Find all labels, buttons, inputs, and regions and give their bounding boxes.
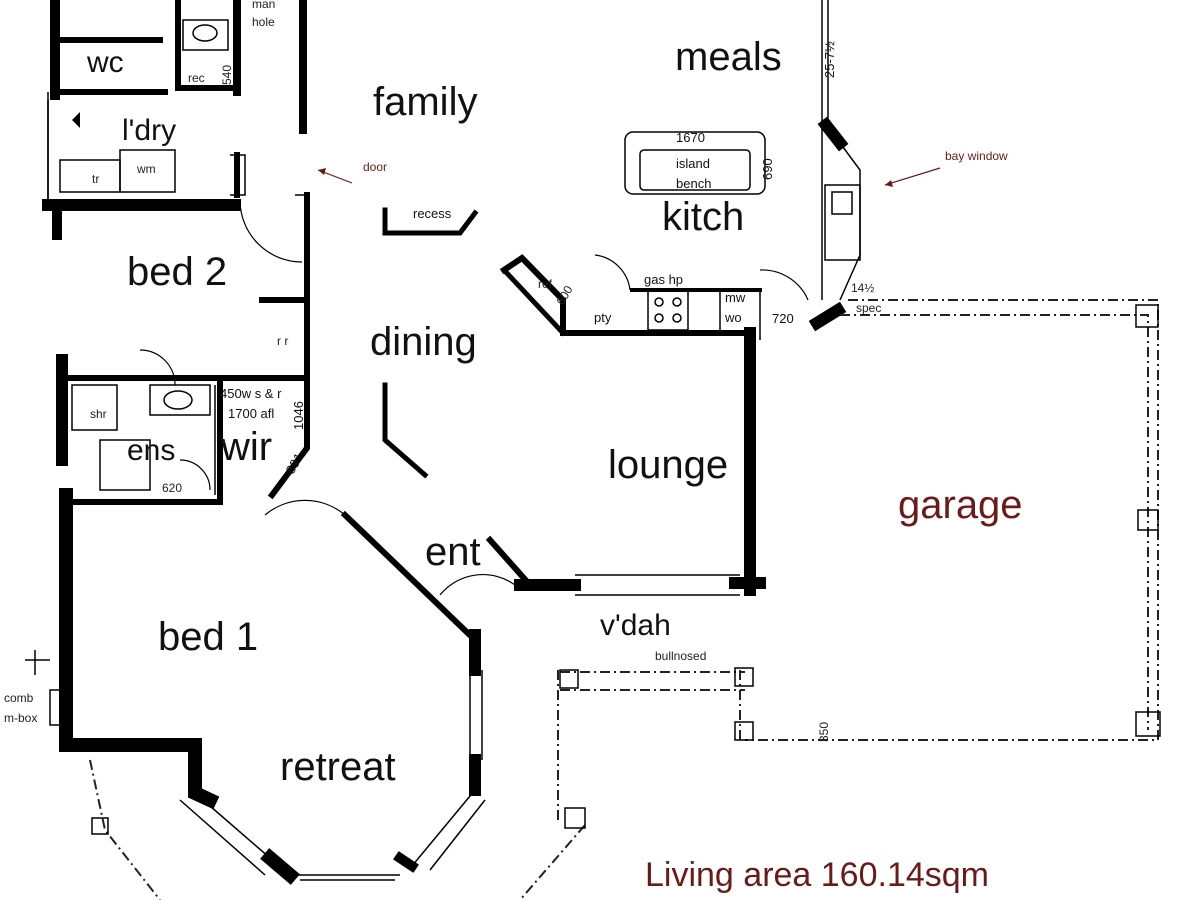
label-manhole-1: man xyxy=(252,0,275,11)
label-comb-2: m-box xyxy=(4,711,37,725)
label-dim-1046: 1046 xyxy=(291,401,306,430)
label-island-len: 1670 xyxy=(676,130,705,145)
label-bullnosed: bullnosed xyxy=(655,649,706,663)
room-verandah: v'dah xyxy=(600,609,671,642)
label-shower: shr xyxy=(90,407,107,421)
label-dim-2574: 25-7½ xyxy=(822,41,837,78)
label-recess: recess xyxy=(413,206,452,221)
label-pantry: pty xyxy=(594,310,612,325)
label-dim-600: 600 xyxy=(553,283,575,308)
label-island-1: island xyxy=(676,156,710,171)
room-ensuite: ens xyxy=(127,434,175,467)
room-laundry: l'dry xyxy=(122,114,176,147)
room-bed2: bed 2 xyxy=(127,250,227,294)
label-dim-350: 350 xyxy=(817,722,831,742)
garage-outline xyxy=(89,299,1161,900)
label-mw: mw xyxy=(725,290,746,305)
label-island-dim: 690 xyxy=(760,158,775,180)
label-wir-note-1: 450w s & r xyxy=(220,386,282,401)
annotation-arrows xyxy=(317,167,941,187)
label-rec: rec xyxy=(188,71,205,85)
room-dining: dining xyxy=(370,320,477,364)
thin-lines xyxy=(25,0,861,881)
label-wm: wm xyxy=(136,162,156,176)
room-labels: wc l'dry family meals kitch bed 2 dining… xyxy=(86,35,1023,789)
label-dim-540: 540 xyxy=(220,65,234,85)
annotation-door: door xyxy=(363,160,387,174)
room-family: family xyxy=(373,80,477,124)
room-retreat: retreat xyxy=(280,745,396,789)
label-rr: r r xyxy=(277,334,288,348)
living-area-total: Living area 160.14sqm xyxy=(645,856,989,894)
label-spec-1: 14½ xyxy=(851,281,874,295)
room-wc: wc xyxy=(86,46,124,79)
room-wir: wir xyxy=(220,425,272,469)
room-lounge: lounge xyxy=(608,443,728,487)
label-wo: wo xyxy=(724,310,742,325)
label-tr: tr xyxy=(92,172,99,186)
doors xyxy=(139,199,809,596)
walls xyxy=(42,0,849,885)
room-garage: garage xyxy=(898,483,1023,527)
bay-window-arrow xyxy=(884,167,941,186)
room-bed1: bed 1 xyxy=(158,615,258,659)
arrow-marker-icon xyxy=(72,112,80,128)
label-island-2: bench xyxy=(676,176,711,191)
label-dim-620: 620 xyxy=(162,481,182,495)
annotations: door bay window Living area 160.14sqm xyxy=(363,149,1008,894)
annotation-bay-window: bay window xyxy=(945,149,1008,163)
label-ref: ref xyxy=(538,277,553,291)
label-manhole-2: hole xyxy=(252,15,275,29)
room-entry: ent xyxy=(425,530,481,574)
label-wir-note-2: 1700 afl xyxy=(228,406,274,421)
room-kitchen: kitch xyxy=(662,195,744,239)
label-comb-1: comb xyxy=(4,691,34,705)
room-meals: meals xyxy=(675,35,782,79)
label-dim-720: 720 xyxy=(772,311,794,326)
label-gas-hp: gas hp xyxy=(644,272,683,287)
label-spec-2: spec xyxy=(856,301,881,315)
